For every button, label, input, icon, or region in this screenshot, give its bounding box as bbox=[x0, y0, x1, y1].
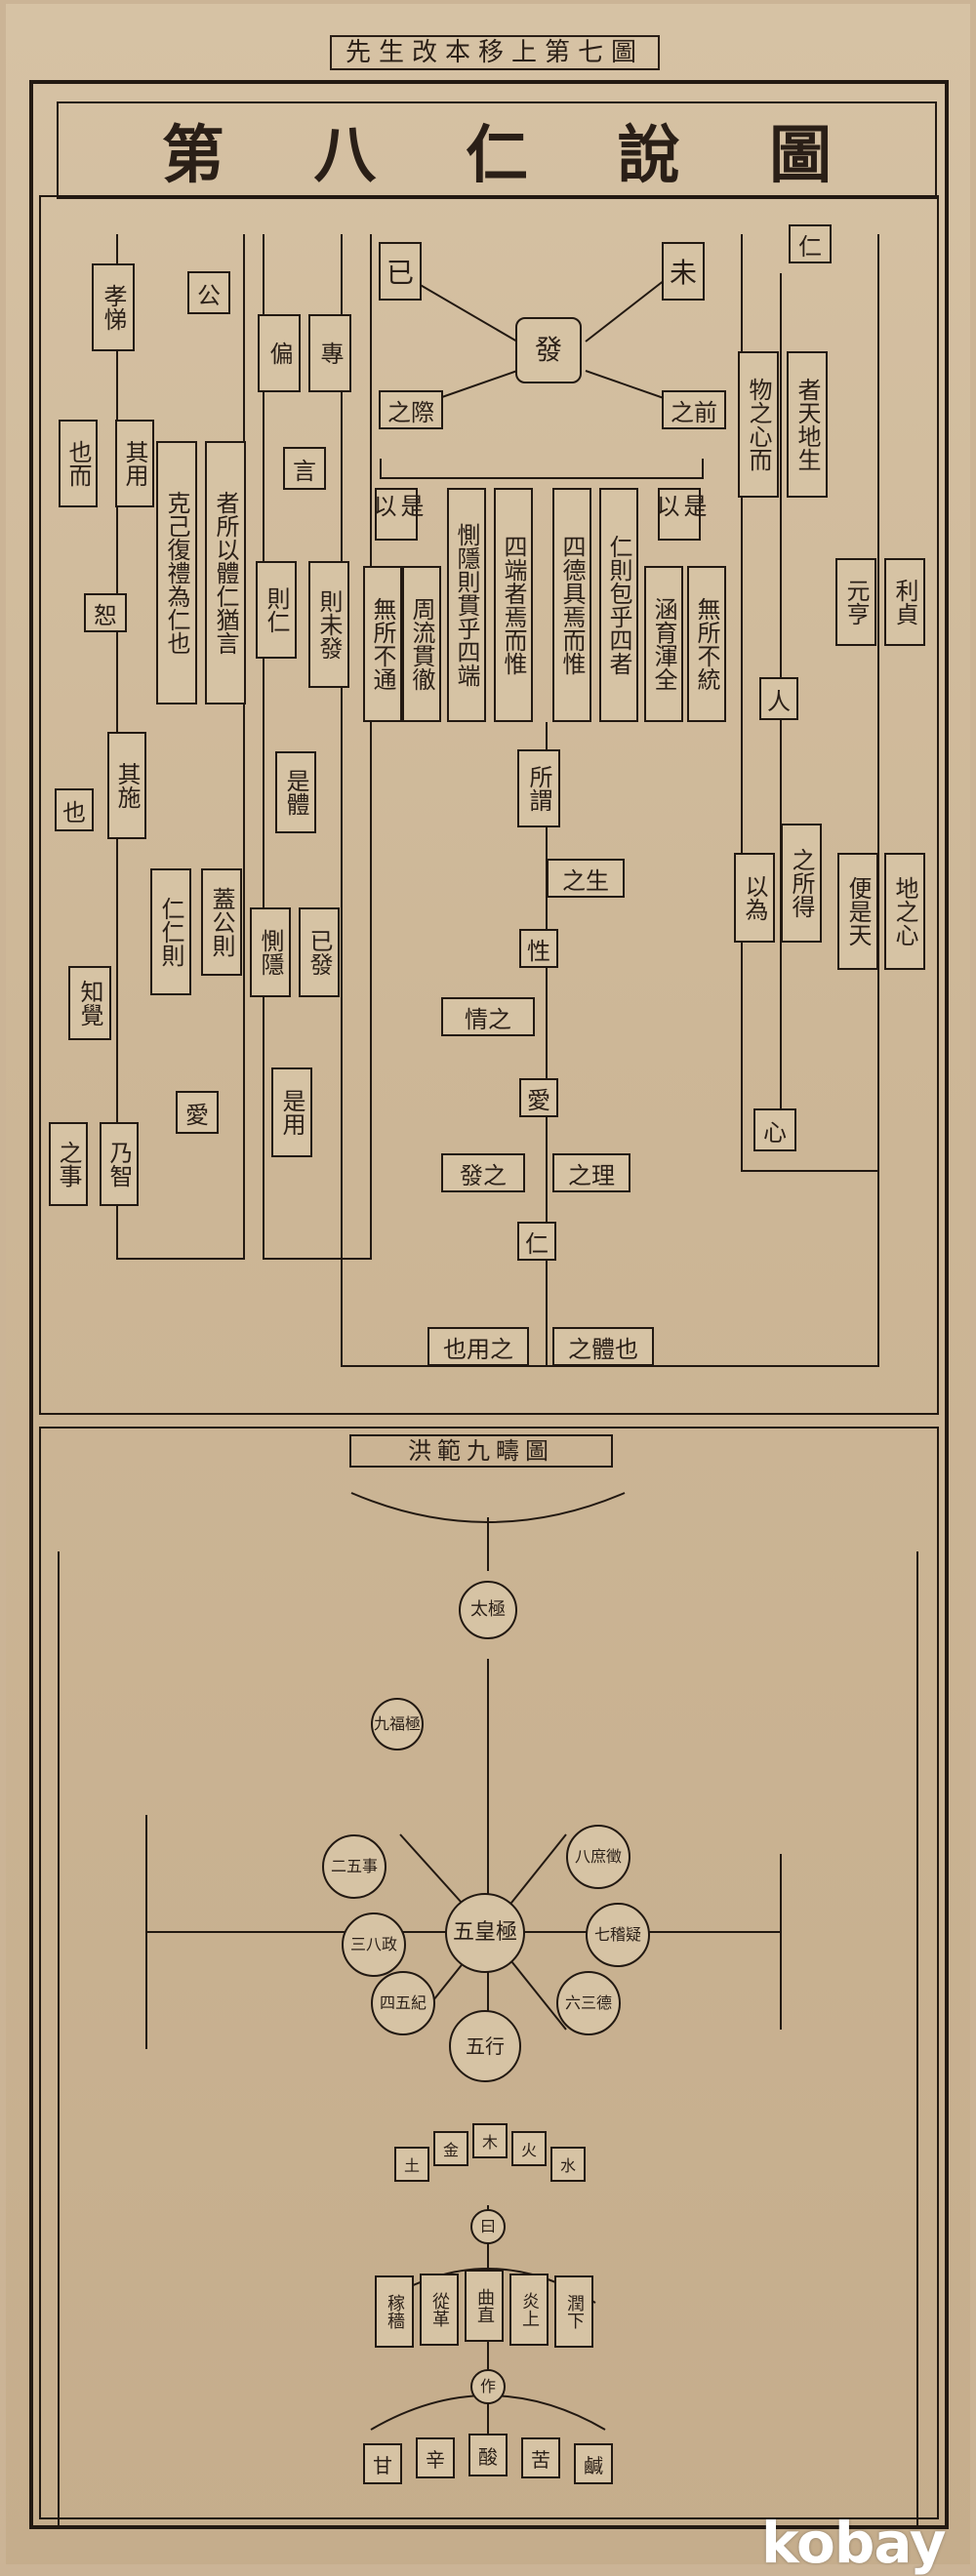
text-renze: 仁則包乎四者 bbox=[599, 488, 638, 722]
text-yan: 言 bbox=[283, 447, 326, 490]
circle-yue: 曰 bbox=[470, 2209, 506, 2244]
taste-gan: 甘 bbox=[363, 2443, 402, 2484]
text-shiti: 是體 bbox=[275, 751, 316, 833]
main-title: 第 八 仁 說 圖 bbox=[57, 101, 937, 199]
text-ai: 愛 bbox=[519, 1078, 558, 1117]
char-fa: 發 bbox=[515, 317, 582, 383]
text-ren-person: 人 bbox=[759, 677, 798, 720]
text-suowei: 所謂 bbox=[517, 749, 560, 827]
virtue-runxia: 潤下 bbox=[554, 2275, 593, 2348]
text-ren-right: 仁 bbox=[789, 224, 832, 263]
text-qishi: 其施 bbox=[107, 732, 146, 839]
text-naizhi: 乃智 bbox=[100, 1122, 139, 1206]
text-zhishi: 之事 bbox=[49, 1122, 88, 1206]
text-keji: 克己復禮為仁也 bbox=[156, 441, 197, 704]
text-wusuobutong2: 無所不統 bbox=[687, 566, 726, 722]
text-xing: 性 bbox=[519, 929, 558, 968]
text-zhitiye: 之體也 bbox=[552, 1327, 654, 1366]
circle-sande: 六三德 bbox=[556, 1971, 621, 2035]
connector-zhiji: 之際 bbox=[379, 390, 443, 429]
taste-xin: 辛 bbox=[416, 2437, 455, 2478]
text-gaigong: 蓋公則 bbox=[201, 868, 242, 976]
circle-zuo: 作 bbox=[470, 2369, 506, 2404]
text-pian: 偏 bbox=[258, 314, 301, 392]
title-char: 仁 bbox=[465, 119, 528, 192]
title-char: 說 bbox=[617, 119, 680, 192]
lower-frame bbox=[39, 1427, 939, 2519]
text-dizhixin: 地之心 bbox=[884, 853, 925, 970]
text-hanyu: 涵育渾全 bbox=[644, 566, 683, 722]
text-zhisuode: 之所得 bbox=[781, 824, 822, 943]
text-yeer: 也而 bbox=[59, 420, 98, 507]
text-yifa: 已發 bbox=[299, 907, 340, 997]
elem-shui: 水 bbox=[550, 2147, 586, 2182]
text-ceyin-left: 惻隱 bbox=[250, 907, 291, 997]
circle-bazheng: 三八政 bbox=[342, 1912, 406, 1977]
text-zhetiandi: 者天地生 bbox=[787, 351, 828, 498]
title-char: 圖 bbox=[769, 119, 833, 192]
taste-xian: 鹹 bbox=[574, 2443, 613, 2484]
text-yeyongzhi: 也用之 bbox=[427, 1327, 529, 1366]
text-zhili: 之理 bbox=[552, 1153, 630, 1192]
watermark-logo: kobay bbox=[761, 2510, 947, 2576]
text-bianshitian: 便是天 bbox=[837, 853, 878, 970]
text-siduan: 四端者焉而惟 bbox=[494, 488, 533, 722]
text-lizhen: 利貞 bbox=[884, 558, 925, 646]
taste-ku: 苦 bbox=[521, 2437, 560, 2478]
text-ren: 仁 bbox=[517, 1222, 556, 1261]
outer-frame bbox=[29, 80, 949, 2529]
title-char: 八 bbox=[313, 119, 377, 192]
text-side: 四德具焉而惟 bbox=[552, 488, 591, 722]
text-xiaoti: 孝悌 bbox=[92, 263, 135, 351]
connector-zhiqian: 之前 bbox=[662, 390, 726, 429]
text-yiwei: 以為 bbox=[734, 853, 775, 943]
text-wusuobutong: 無所不通 bbox=[363, 566, 402, 722]
text-ceyin: 惻隱則貫乎四端 bbox=[447, 488, 486, 722]
virtue-quzhi: 曲直 bbox=[465, 2270, 504, 2342]
elem-jin: 金 bbox=[433, 2131, 468, 2166]
text-yuanheng: 元亨 bbox=[835, 558, 876, 646]
circle-taiji: 太極 bbox=[459, 1581, 517, 1639]
text-xin: 心 bbox=[753, 1108, 796, 1151]
elem-huo: 火 bbox=[511, 2131, 547, 2166]
char-wei: 未 bbox=[662, 242, 705, 301]
char-yi: 已 bbox=[379, 242, 422, 301]
taste-suan: 酸 bbox=[468, 2434, 508, 2476]
text-shiyong: 是用 bbox=[271, 1067, 312, 1157]
text-ai-left: 愛 bbox=[176, 1091, 219, 1134]
text-zhuan: 專 bbox=[308, 314, 351, 392]
text-shu: 恕 bbox=[84, 593, 127, 632]
circle-wuxing: 五行 bbox=[449, 2010, 521, 2082]
circle-shuzheng: 八庶徵 bbox=[566, 1825, 630, 1889]
circle-jiyi: 七稽疑 bbox=[586, 1903, 650, 1967]
text-shiyi-right: 是以 bbox=[652, 488, 707, 541]
text-ye: 也 bbox=[55, 788, 94, 831]
text-gong: 公 bbox=[187, 271, 230, 314]
virtue-conge: 從革 bbox=[420, 2274, 459, 2346]
text-zhesuoyi: 者所以體仁猶言 bbox=[205, 441, 246, 704]
text-shiyi-left: 是以 bbox=[369, 488, 424, 541]
text-zhijue: 知覺 bbox=[68, 966, 111, 1040]
header-tag: 先生改本移上第七圖 bbox=[330, 35, 660, 70]
virtue-yanshang: 炎上 bbox=[509, 2274, 549, 2346]
text-zhisheng: 之生 bbox=[547, 859, 625, 898]
elem-tu: 土 bbox=[394, 2147, 429, 2182]
lower-title: 洪範九疇圖 bbox=[349, 1434, 613, 1468]
text-qingzhi: 情之 bbox=[441, 997, 535, 1036]
text-renren: 仁仁則 bbox=[150, 868, 191, 995]
text-zhouliu: 周流貫徹 bbox=[402, 566, 441, 722]
circle-wuji: 四五紀 bbox=[371, 1971, 435, 2035]
text-zeweifa: 則未發 bbox=[308, 561, 349, 688]
virtue-jiase: 稼穡 bbox=[375, 2275, 414, 2348]
upper-frame bbox=[39, 195, 939, 1415]
text-wuzhixin: 物之心而 bbox=[738, 351, 779, 498]
circle-huangji: 五皇極 bbox=[445, 1893, 525, 1973]
text-qiyong: 其用 bbox=[115, 420, 154, 507]
circle-jiuchou: 九福極 bbox=[371, 1698, 424, 1751]
title-char: 第 bbox=[161, 119, 224, 192]
elem-mu: 木 bbox=[472, 2123, 508, 2158]
circle-wushi: 二五事 bbox=[322, 1834, 386, 1899]
text-zeren: 則仁 bbox=[256, 561, 297, 659]
text-fazhi: 發之 bbox=[441, 1153, 525, 1192]
